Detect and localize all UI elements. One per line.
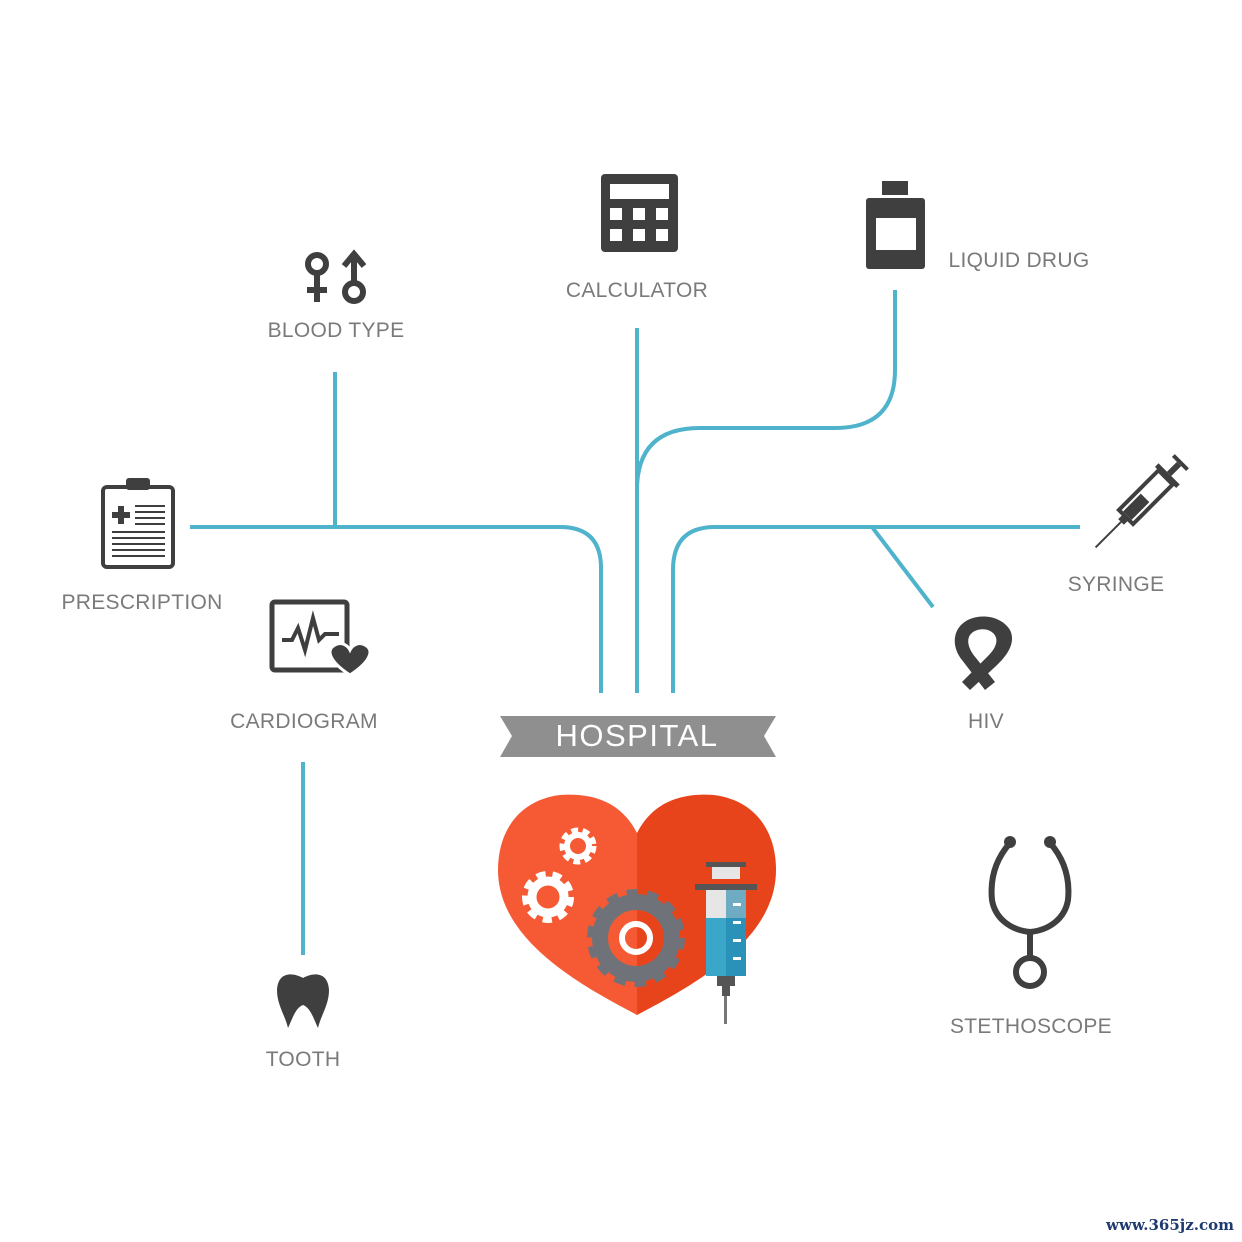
heart-monitor-icon (269, 599, 372, 677)
calculator-icon (601, 174, 678, 252)
label-cardiogram: CARDIOGRAM (230, 710, 378, 733)
stethoscope-earpieces (1004, 836, 1056, 977)
label-prescription: PRESCRIPTION (61, 591, 223, 614)
label-syringe: SYRINGE (1067, 573, 1165, 596)
gear-medium-icon (522, 871, 574, 923)
label-calculator: CALCULATOR (565, 279, 709, 302)
stethoscope-icon (988, 841, 1072, 989)
label-liquid-drug: LIQUID DRUG (948, 249, 1090, 272)
gender-symbols-icon (305, 249, 367, 304)
watermark: www.365jz.com (1106, 1216, 1234, 1234)
line-hiv (870, 525, 935, 609)
line-syringe (671, 525, 1080, 693)
line-prescription (190, 525, 603, 693)
gear-large-icon (587, 889, 685, 987)
line-liquid-drug (635, 290, 897, 491)
connector-lines (190, 290, 1080, 955)
clipboard-icon (101, 478, 175, 569)
banner-title: HOSPITAL (555, 718, 719, 753)
hospital-banner (500, 716, 776, 757)
bottle-icon (866, 181, 925, 269)
label-blood-type: BLOOD TYPE (267, 319, 405, 342)
tooth-icon (277, 974, 329, 1028)
heart-syringe-icon (695, 862, 757, 1024)
ribbon-icon (954, 616, 1013, 690)
label-stethoscope: STETHOSCOPE (950, 1015, 1112, 1038)
gear-small-icon (559, 827, 597, 865)
heart-illustration (498, 794, 776, 1024)
label-tooth: TOOTH (265, 1048, 341, 1071)
label-hiv: HIV (968, 710, 1004, 733)
syringe-icon (1094, 454, 1189, 549)
